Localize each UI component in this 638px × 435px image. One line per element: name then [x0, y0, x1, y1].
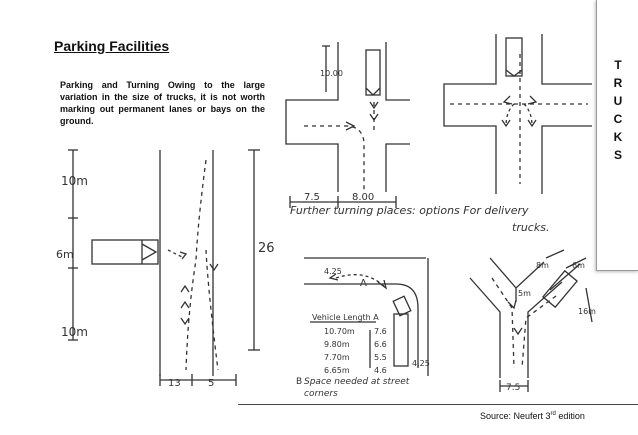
y-junction-sketch: 8m 6m 5m 16m 7.5: [469, 249, 596, 393]
main-turning-sketch: 10m 6m 10m 26 13 5: [56, 149, 275, 389]
dim-bottom-right: 5: [208, 378, 214, 389]
turning-caption: Further turning places: options For deli…: [290, 204, 549, 234]
source-sup: rd: [550, 411, 556, 417]
street-corner-sketch: 4.25 4.25 A Vehicle Length A 10.70m 7.6 …: [296, 257, 430, 399]
corner-dim-a: 4.25: [324, 267, 342, 276]
caption-line-1: Further turning places: options For deli…: [290, 204, 529, 217]
sidebar-letter: U: [613, 94, 623, 108]
sidebar-panel: T R U C K S: [596, 0, 638, 271]
table-row-a: 6.6: [374, 340, 387, 349]
y-dim-diag: 16m: [578, 307, 596, 316]
corner-marker: B: [296, 377, 302, 387]
corner-caption-2: corners: [304, 389, 338, 399]
sidebar-letter: S: [613, 148, 622, 162]
sidebar-letter: K: [613, 130, 623, 144]
dim-height: 26: [258, 241, 275, 256]
table-row-length: 7.70m: [324, 353, 350, 362]
table-row-length: 10.70m: [324, 327, 355, 336]
table-row-a: 7.6: [374, 327, 387, 336]
dim-mid: 6m: [56, 248, 74, 261]
table-row-length: 9.80m: [324, 340, 350, 349]
dim-bottom-left: 13: [168, 378, 181, 389]
footer-divider: [238, 404, 638, 405]
t-junction-sketch: 10.00 7.5 8.00: [285, 42, 410, 208]
corner-caption-1: Space needed at street: [304, 377, 410, 387]
cross-junction-sketch: [443, 34, 592, 194]
dim-bottom: 10m: [61, 325, 88, 339]
sidebar-letter: C: [613, 112, 623, 126]
table-row-length: 6.65m: [324, 366, 350, 375]
y-dim-top: 8m: [536, 261, 549, 270]
sidebar-letter: R: [613, 76, 623, 90]
source-note: Source: Neufert 3rd edition: [480, 411, 585, 421]
caption-line-2: trucks.: [512, 221, 549, 234]
source-prefix: Source: Neufert 3: [480, 411, 551, 421]
dim-top: 10m: [61, 174, 88, 188]
source-suffix: edition: [555, 411, 585, 421]
y-dim-side: 6m: [572, 261, 585, 270]
corner-label-a: A: [360, 278, 367, 289]
dim-left: 7.5: [304, 192, 320, 203]
y-dim-bottom: 7.5: [506, 383, 520, 393]
sidebar-letter: T: [614, 58, 622, 72]
table-row-a: 4.6: [374, 366, 387, 375]
dim-right: 8.00: [352, 192, 374, 203]
y-dim-inner: 5m: [518, 289, 531, 298]
table-header: Vehicle Length A: [312, 313, 379, 322]
description-text: Parking and Turning Owing to the large v…: [60, 80, 265, 126]
corner-dim-b: 4.25: [412, 359, 430, 368]
page-title: Parking Facilities: [54, 38, 170, 54]
dim-side: 10.00: [320, 69, 343, 78]
table-row-a: 5.5: [374, 353, 387, 362]
